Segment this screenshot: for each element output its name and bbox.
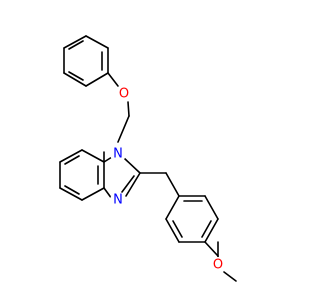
molecule-drawing: O N N O: [59, 35, 237, 282]
phenyl-ring: [63, 35, 109, 87]
bond: [123, 157, 141, 174]
double-bond-inner: [68, 40, 84, 50]
bond: [81, 149, 105, 163]
atom-labels: O N N O: [110, 86, 226, 273]
double-bond-inner: [201, 220, 212, 238]
bond: [127, 101, 130, 117]
bond: [59, 149, 83, 163]
structure-canvas: O N N O: [59, 35, 237, 282]
bond: [63, 72, 87, 87]
methoxybenzyl-group: [139, 172, 237, 282]
bond: [204, 218, 219, 243]
bond: [81, 187, 105, 201]
bond: [59, 187, 83, 201]
double-bond-inner: [64, 155, 80, 165]
bond: [125, 172, 141, 197]
nitrogen-label: N: [113, 147, 123, 162]
bond: [204, 241, 219, 257]
bond: [165, 172, 180, 197]
double-bond-inner: [172, 220, 183, 238]
double-bond-inner: [68, 71, 84, 81]
bond: [204, 195, 219, 220]
bond: [63, 35, 87, 49]
bond: [117, 115, 130, 143]
double-bond-inner: [121, 175, 135, 193]
bond: [165, 218, 180, 243]
bond: [165, 195, 180, 220]
phenoxyethyl-linker: [107, 72, 130, 143]
bond: [85, 72, 109, 87]
bond: [107, 72, 119, 87]
oxygen-label: O: [119, 87, 129, 102]
bond: [85, 35, 109, 49]
benzimidazole-core: [59, 149, 141, 201]
nitrogen-label: N: [113, 193, 123, 208]
bond: [223, 271, 237, 282]
bond: [103, 156, 113, 163]
oxygen-label: O: [213, 258, 223, 273]
double-bond-inner: [64, 185, 80, 195]
